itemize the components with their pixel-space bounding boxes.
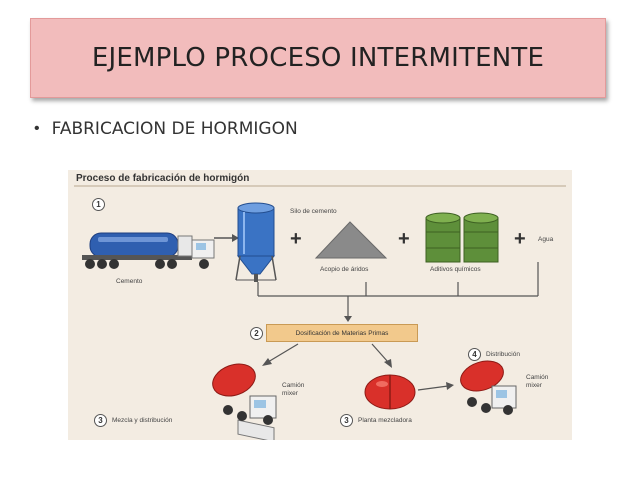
arrow-dosing-to-mixer <box>267 343 299 363</box>
mixing-plant-drum-icon <box>364 374 416 410</box>
bullet-dot-icon: • <box>34 120 40 137</box>
title-box: EJEMPLO PROCESO INTERMITENTE <box>30 18 606 98</box>
step-3-badge-plant: 3 <box>340 414 353 427</box>
label-mezcla: Mezcla y distribución <box>112 417 173 424</box>
aggregate-pile-icon <box>314 221 388 259</box>
step-3-badge: 3 <box>94 414 107 427</box>
label-aditivos: Aditivos químicos <box>430 266 481 273</box>
bullet-item: • FABRICACION DE HORMIGON <box>34 119 298 139</box>
step-2-badge: 2 <box>250 327 263 340</box>
label-aridos: Acopio de áridos <box>320 266 369 273</box>
plus-sign-3: + <box>514 228 526 250</box>
label-camion-mixer: Camión mixer <box>282 382 305 397</box>
label-dosificacion: Dosificación de Materias Primas <box>295 329 389 337</box>
label-cemento: Cemento <box>116 278 143 285</box>
additive-drums-icon <box>425 212 499 263</box>
diagram-artwork <box>74 185 566 440</box>
cement-silo-icon <box>235 202 277 282</box>
label-distribucion: Distribución <box>486 351 520 358</box>
mixer-truck-left-icon <box>212 363 277 440</box>
diagram-title: Proceso de fabricación de hormigón <box>76 173 250 184</box>
dosing-box: Dosificación de Materias Primas <box>266 324 418 342</box>
arrow-to-dosing <box>344 316 352 322</box>
label-camion-mixer-2: Camión mixer <box>526 374 549 389</box>
label-silo: Silo de cemento <box>290 208 337 215</box>
arrow-dosing-to-plant <box>371 343 389 363</box>
plus-sign-1: + <box>290 228 302 250</box>
label-planta: Planta mezcladora <box>358 417 412 424</box>
cement-tanker-truck-icon <box>82 232 215 269</box>
bullet-text: FABRICACION DE HORMIGON <box>51 119 298 139</box>
step-4-badge: 4 <box>468 348 481 361</box>
label-agua: Agua <box>538 236 554 243</box>
process-diagram: Proceso de fabricación de hormigón 1 2 3… <box>68 170 572 440</box>
slide-title: EJEMPLO PROCESO INTERMITENTE <box>91 43 545 73</box>
arrow-plant-to-truck <box>417 385 449 391</box>
collector-lines <box>257 262 539 318</box>
mixer-truck-right-icon <box>460 360 517 415</box>
plus-sign-2: + <box>398 228 410 250</box>
step-1-badge: 1 <box>92 198 105 211</box>
